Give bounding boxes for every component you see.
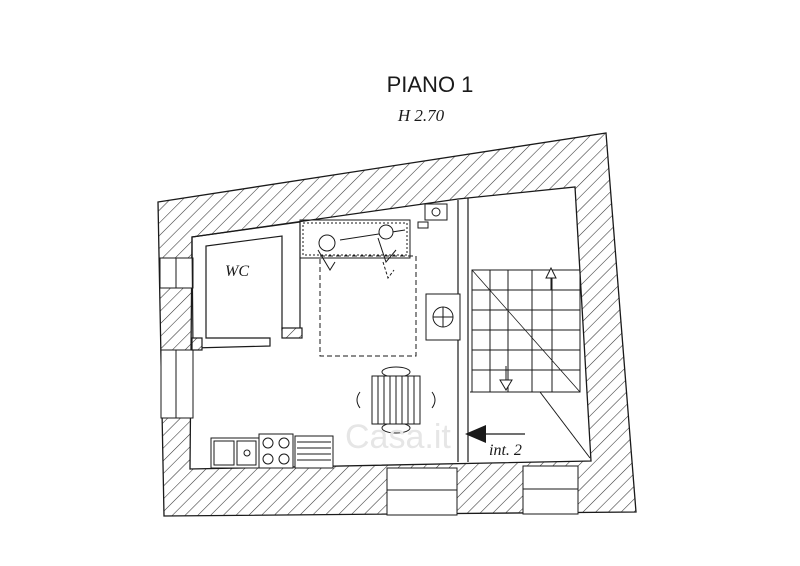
table-icon [356,366,436,434]
ceiling-height-label: H 2.70 [397,106,445,125]
left-window-bottom [160,349,194,419]
nightstand-icon [417,203,448,229]
room-wc-label: WC [225,263,249,280]
bottom-window-right [522,465,579,515]
left-window-top [159,257,194,289]
wc-walls [191,221,303,351]
person-icon [317,224,397,280]
bottom-window-left [386,467,458,516]
bed-icon [299,219,417,357]
entrance-label: int. 2 [489,442,522,459]
plan-title: PIANO 1 [387,72,474,97]
watermark: Casa.it [345,418,451,456]
stove-icon [258,433,294,469]
appliance-box-icon [425,293,461,341]
drainer-icon [294,435,334,469]
sink-icon [210,437,260,469]
arrow-icon [465,425,525,443]
stairs-icon [470,266,591,459]
